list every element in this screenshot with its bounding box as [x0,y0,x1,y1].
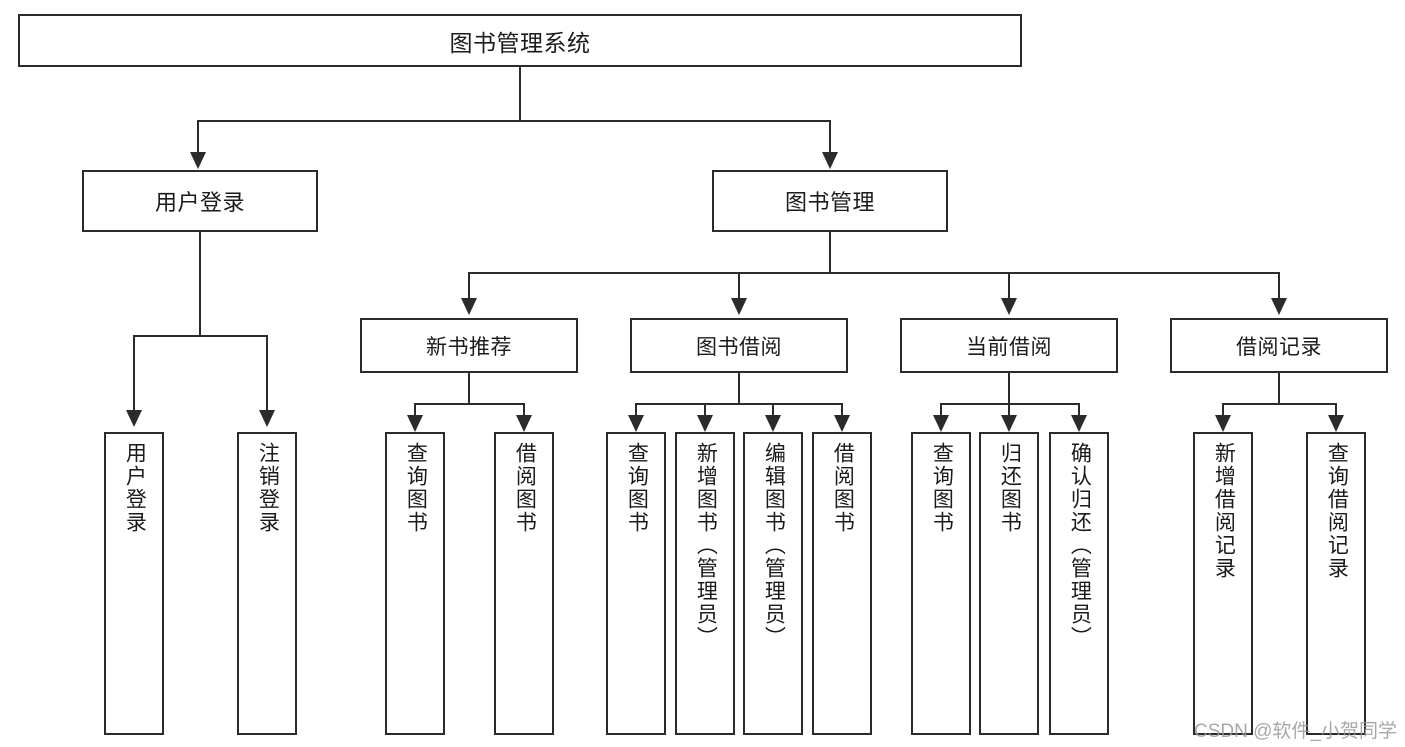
node-label: 图书借阅 [696,335,782,359]
arrowhead-current-borrow-child-3 [1071,415,1087,432]
arrowhead-new-book-child-1 [407,415,423,432]
arrowhead-to-book-manage [822,152,838,169]
connector-book-manage-child-2 [738,272,741,299]
connector-current-borrow-child-3 [1078,403,1081,416]
arrowhead-book-borrow-child-2 [697,415,713,432]
connector-borrow-record-child-2 [1335,403,1338,416]
connector-book-borrow-bar [635,403,843,406]
connector-user-login-bar [133,335,268,338]
csdn-watermark: CSDN @软件_小贺同学 [1194,721,1397,742]
arrowhead-book-borrow-child-1 [628,415,644,432]
leaf-current-borrow-confirm-return[interactable]: 确认归还（管理员） [1049,432,1109,735]
node-book-manage[interactable]: 图书管理 [712,170,948,232]
leaf-label: 查询图书 [930,442,954,534]
arrowhead-new-book-child-2 [516,415,532,432]
leaf-label: 归还图书 [998,442,1022,534]
arrowhead-to-user-login [190,152,206,169]
connector-root-trunk [519,67,522,120]
node-new-book-recommend[interactable]: 新书推荐 [360,318,578,373]
connector-book-manage-child-1 [468,272,471,299]
node-label: 借阅记录 [1236,335,1322,359]
node-user-login[interactable]: 用户登录 [82,170,318,232]
connector-new-book-child-1 [414,403,417,416]
connector-root-bar [197,120,831,123]
connector-root-to-book-manage [829,120,832,153]
arrowhead-borrow-record-child-2 [1328,415,1344,432]
leaf-user-login-logout[interactable]: 注销登录 [237,432,297,735]
connector-book-borrow-child-4 [841,403,844,416]
leaf-borrow-record-add[interactable]: 新增借阅记录 [1193,432,1253,735]
leaf-label: 注销登录 [256,442,280,534]
arrowhead-borrow-record-child-1 [1215,415,1231,432]
leaf-book-borrow-edit[interactable]: 编辑图书（管理员） [743,432,803,735]
arrowhead-book-manage-child-1 [461,298,477,315]
connector-book-manage-child-4 [1278,272,1281,299]
node-label: 图书管理系统 [449,29,591,56]
connector-user-login-trunk [199,232,202,336]
arrowhead-user-login-child-2 [259,410,275,427]
leaf-current-borrow-return[interactable]: 归还图书 [979,432,1039,735]
arrowhead-book-borrow-child-3 [765,415,781,432]
connector-user-login-child-1 [133,335,136,411]
arrowhead-user-login-child-1 [126,410,142,427]
connector-new-book-bar [414,403,525,406]
arrowhead-book-borrow-child-4 [834,415,850,432]
connector-borrow-record-bar [1222,403,1337,406]
leaf-book-borrow-add[interactable]: 新增图书（管理员） [675,432,735,735]
connector-book-borrow-child-3 [772,403,775,416]
connector-book-borrow-child-1 [635,403,638,416]
node-label: 图书管理 [784,190,875,215]
leaf-label: 用户登录 [123,442,147,534]
connector-new-book-child-2 [523,403,526,416]
node-root-system[interactable]: 图书管理系统 [18,14,1022,67]
connector-book-manage-trunk [829,232,832,274]
connector-current-borrow-child-1 [940,403,943,416]
arrowhead-book-manage-child-3 [1001,298,1017,315]
arrowhead-book-manage-child-2 [731,298,747,315]
leaf-label: 借阅图书 [513,442,537,534]
arrowhead-current-borrow-child-1 [933,415,949,432]
connector-root-to-user-login [197,120,200,153]
leaf-borrow-record-query[interactable]: 查询借阅记录 [1306,432,1366,735]
connector-borrow-record-child-1 [1222,403,1225,416]
leaf-label: 新增借阅记录 [1212,442,1236,580]
connector-book-manage-child-3 [1008,272,1011,299]
leaf-new-book-query[interactable]: 查询图书 [385,432,445,735]
leaf-label: 查询借阅记录 [1325,442,1349,580]
node-borrow-record[interactable]: 借阅记录 [1170,318,1388,373]
connector-current-borrow-child-2 [1008,403,1011,416]
leaf-label: 编辑图书（管理员） [762,442,786,649]
connector-current-borrow-trunk [1008,373,1011,405]
node-book-borrow[interactable]: 图书借阅 [630,318,848,373]
node-label: 新书推荐 [426,335,512,359]
leaf-new-book-borrow[interactable]: 借阅图书 [494,432,554,735]
leaf-user-login-login[interactable]: 用户登录 [104,432,164,735]
arrowhead-book-manage-child-4 [1271,298,1287,315]
leaf-book-borrow-borrow[interactable]: 借阅图书 [812,432,872,735]
node-label: 用户登录 [154,190,245,215]
connector-book-borrow-trunk [738,373,741,405]
arrowhead-current-borrow-child-2 [1001,415,1017,432]
leaf-label: 新增图书（管理员） [694,442,718,649]
leaf-label: 查询图书 [404,442,428,534]
node-current-borrow[interactable]: 当前借阅 [900,318,1118,373]
leaf-current-borrow-query[interactable]: 查询图书 [911,432,971,735]
leaf-label: 查询图书 [625,442,649,534]
leaf-label: 借阅图书 [831,442,855,534]
connector-user-login-child-2 [266,335,269,411]
connector-book-manage-bar [468,272,1280,275]
connector-book-borrow-child-2 [704,403,707,416]
leaf-book-borrow-query[interactable]: 查询图书 [606,432,666,735]
leaf-label: 确认归还（管理员） [1068,442,1092,649]
node-label: 当前借阅 [966,335,1052,359]
connector-new-book-trunk [468,373,471,405]
connector-borrow-record-trunk [1278,373,1281,405]
